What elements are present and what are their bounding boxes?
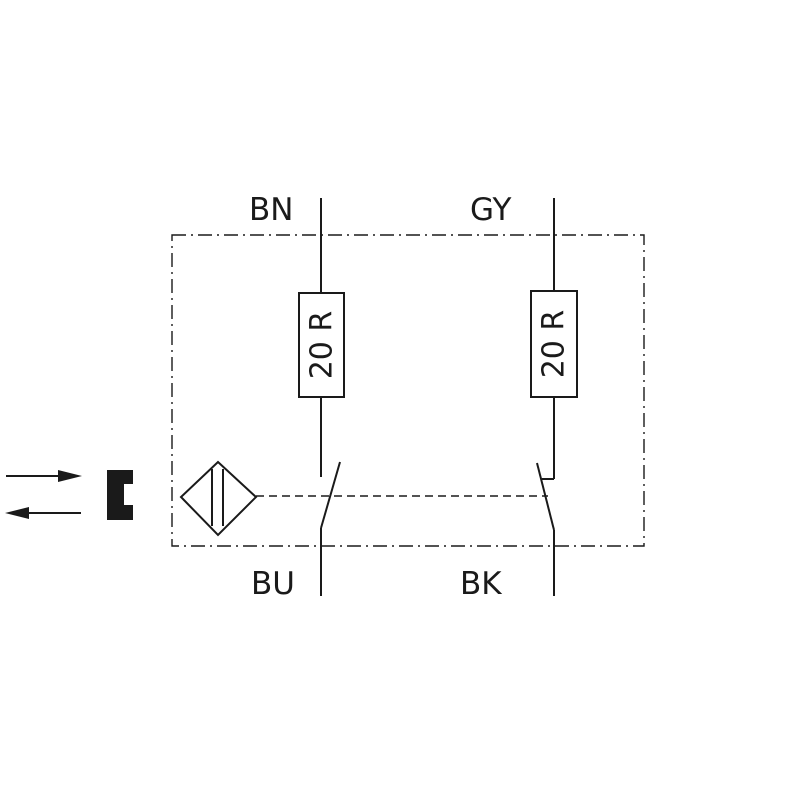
resistor-left-body — [298, 292, 345, 398]
resistor-right-body — [530, 290, 578, 398]
normally-open-switch-icon — [320, 461, 341, 529]
terminal-label-bn: BN — [249, 192, 293, 228]
sensor-housing-boundary — [171, 234, 645, 547]
terminal-label-gy: GY — [470, 192, 511, 228]
double-arrow-icon — [5, 470, 82, 519]
terminal-label-bk: BK — [460, 566, 502, 602]
target-block-icon — [107, 470, 133, 520]
resistor-left-label: 20 R — [305, 311, 340, 380]
inductive-sensor-icon — [179, 460, 258, 537]
resistor-right-label: 20 R — [537, 310, 572, 379]
resistor-left: 20 R — [298, 292, 345, 398]
terminal-label-bu: BU — [251, 566, 295, 602]
resistor-right: 20 R — [530, 290, 578, 398]
